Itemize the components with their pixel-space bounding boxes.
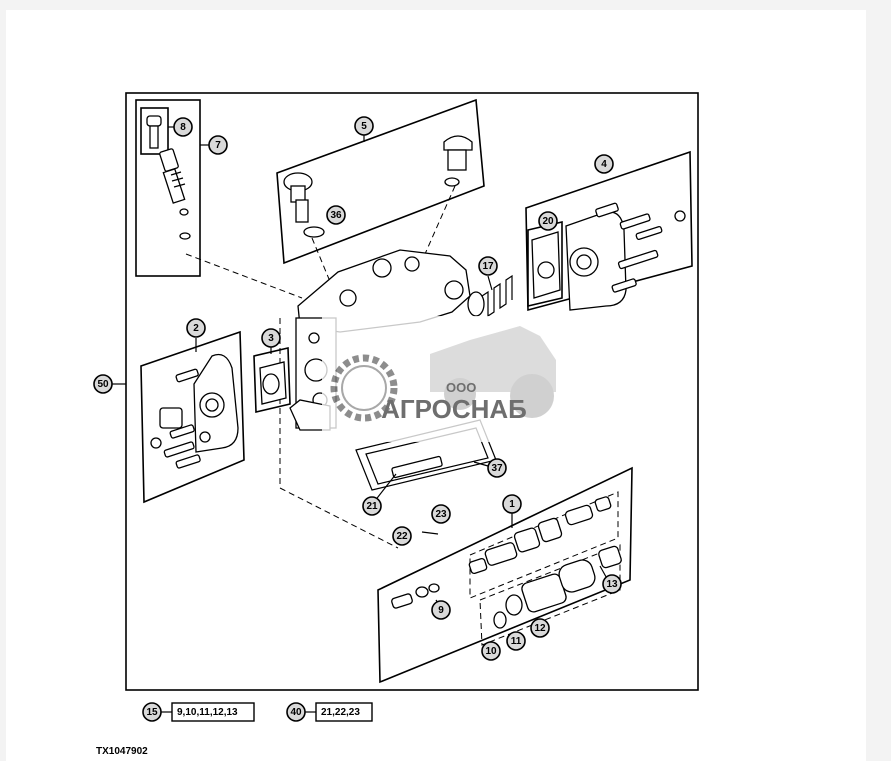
callout-20: 20: [538, 211, 558, 231]
callout-13: 13: [602, 574, 622, 594]
callout-label: 9: [438, 605, 444, 616]
callout-3: 3: [261, 328, 281, 348]
spool-assembly: [391, 496, 622, 629]
callout-label: 20: [542, 216, 554, 227]
callout-10: 10: [481, 641, 501, 661]
legend-items-text: 21,22,23: [321, 707, 360, 718]
tractor-logo-icon: [430, 326, 556, 418]
callout-circle: [502, 494, 522, 514]
callout-21: 21: [362, 496, 382, 516]
callout-23: 23: [431, 504, 451, 524]
legend-items-box: [315, 702, 373, 722]
callout-label: 3: [268, 333, 274, 344]
callout-circle: [478, 256, 498, 276]
gear-logo-icon: [330, 354, 398, 422]
callout-circle: [481, 641, 501, 661]
callout-circle: [431, 504, 451, 524]
watermark-logo: ООО АГРОСНАБ: [322, 316, 572, 442]
callout-circle: [506, 631, 526, 651]
callout-36: 36: [326, 205, 346, 225]
callout-4: 4: [594, 154, 614, 174]
callout-circle: [487, 458, 507, 478]
legend-entry-15: 15 9,10,11,12,13: [142, 702, 255, 722]
callout-circle: [362, 496, 382, 516]
relief-valve-parts: [283, 135, 473, 238]
callout-circle: [431, 600, 451, 620]
callout-8: 8: [173, 117, 193, 137]
main-assembly-frame: [125, 92, 699, 691]
callout-circle: [530, 618, 550, 638]
callout-circle: [594, 154, 614, 174]
callout-label: 36: [330, 210, 342, 221]
callout-circle: [392, 526, 412, 546]
callout-9: 9: [431, 600, 451, 620]
callout-label: 50: [97, 379, 109, 390]
callout-label: 37: [491, 463, 503, 474]
cover-plate-assembly: [150, 353, 287, 469]
group-box-2: [140, 330, 245, 504]
callout-11: 11: [506, 631, 526, 651]
legend-ref-label: 40: [290, 707, 302, 718]
legend: 15 9,10,11,12,13 40 21,22,23: [142, 702, 373, 722]
callout-label: 21: [366, 501, 378, 512]
callout-50: 50: [93, 374, 113, 394]
callout-label: 4: [601, 159, 607, 170]
spring-part: [467, 274, 513, 318]
callout-circle: [93, 374, 113, 394]
legend-items-text: 9,10,11,12,13: [177, 707, 238, 718]
legend-items-box: [171, 702, 255, 722]
figure-id: TX1047902: [96, 746, 148, 757]
callout-7: 7: [208, 135, 228, 155]
callout-circle: [326, 205, 346, 225]
callout-label: 10: [485, 646, 497, 657]
callout-label: 13: [606, 579, 618, 590]
watermark-name: АГРОСНАБ: [381, 394, 527, 424]
callout-circle: [538, 211, 558, 231]
group-box-8: [140, 107, 169, 155]
legend-entry-40: 40 21,22,23: [286, 702, 373, 722]
callout-label: 11: [511, 636, 522, 647]
callout-label: 17: [482, 261, 494, 272]
callout-circle: [186, 318, 206, 338]
callout-12: 12: [530, 618, 550, 638]
callout-1: 1: [502, 494, 522, 514]
group-box-1: [377, 466, 633, 684]
callout-37: 37: [487, 458, 507, 478]
callout-2: 2: [186, 318, 206, 338]
callout-label: 22: [396, 531, 408, 542]
callout-5: 5: [354, 116, 374, 136]
callout-label: 7: [215, 140, 221, 151]
callout-label: 12: [534, 623, 546, 634]
callout-circle: [173, 117, 193, 137]
callout-circle: [208, 135, 228, 155]
callout-22: 22: [392, 526, 412, 546]
group-box-5: [276, 98, 485, 265]
valve-cartridge-part: [146, 115, 191, 240]
end-cap-assembly: [531, 202, 686, 311]
callout-circle: [354, 116, 374, 136]
callout-17: 17: [478, 256, 498, 276]
group-box-1-inner: [469, 491, 619, 599]
callout-label: 1: [509, 499, 515, 510]
callout-label: 2: [193, 323, 199, 334]
callout-label: 8: [180, 122, 186, 133]
callout-label: 5: [361, 121, 367, 132]
callout-circle: [261, 328, 281, 348]
watermark-prefix: ООО: [446, 380, 476, 395]
group-box-3: [253, 346, 291, 414]
callout-label: 23: [435, 509, 447, 520]
legend-ref-label: 15: [146, 707, 158, 718]
group-box-7: [135, 99, 201, 277]
callout-circle: [602, 574, 622, 594]
